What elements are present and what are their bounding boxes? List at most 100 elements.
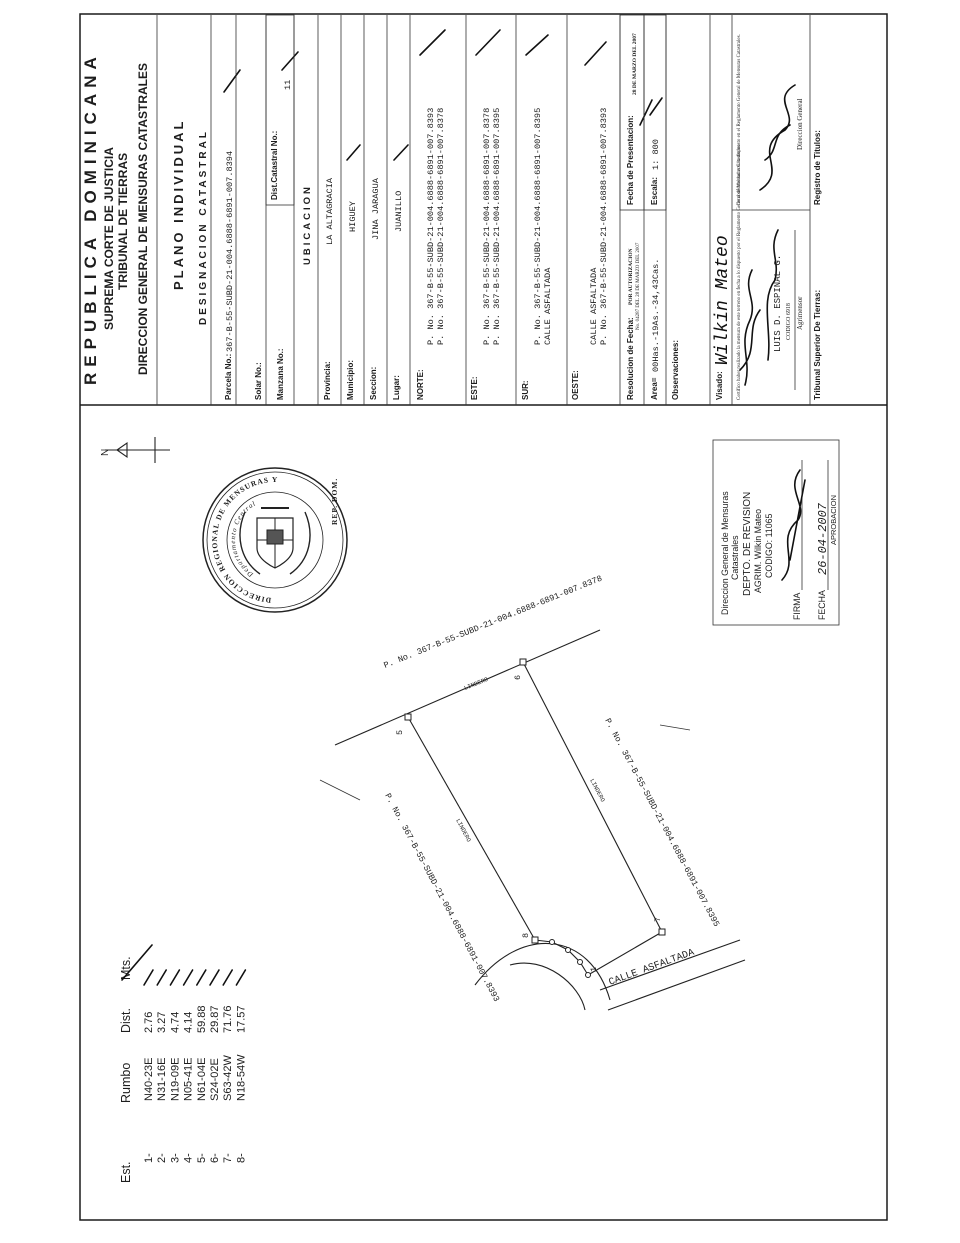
point-label-8: 8 xyxy=(521,933,531,938)
oeste-line-2: P. No. 367-B-55-SUBD-21-004.6888-6891-00… xyxy=(599,108,609,345)
lugar-value: JUANILLO xyxy=(394,191,404,232)
area-value: 00Has.-19As.-34,43Cas. xyxy=(651,259,661,372)
table-cell-est: 1- xyxy=(143,1153,155,1163)
table-cell-rumbo: N19-09E xyxy=(169,1058,181,1101)
certify-text-line: Certifico haber realizado la mensura de … xyxy=(737,144,742,400)
director-signature xyxy=(759,84,796,191)
stamp-firma-label: FIRMA xyxy=(792,593,802,620)
coat-of-arms-icon xyxy=(239,507,311,575)
table-cell-rumbo: N61-04E xyxy=(196,1058,208,1101)
scale-label: Escala: xyxy=(650,177,659,205)
norte-line-1: P. No. 367-B-55-SUBD-21-004.6888-6891-00… xyxy=(426,108,436,345)
surveyor-name: LUIS D. ESPINAL G. xyxy=(773,255,783,352)
west-parcel-label: P. No. 367-B-55-SUBD-21-004.6888-6891-00… xyxy=(382,792,501,1004)
west-lindero-label: LINDERO xyxy=(454,818,472,844)
table-cell-rumbo: N05-41E xyxy=(183,1058,195,1101)
east-side xyxy=(522,661,663,933)
este-line-2: P. No. 367-B-55-SUBD-21-004.6888-6891-00… xyxy=(492,108,502,345)
table-cell-est: 3- xyxy=(169,1153,181,1163)
header-rumbo: Rumbo xyxy=(119,1063,133,1103)
point-label-7: 7 xyxy=(653,917,663,922)
parcela-label: Parcela No.: xyxy=(224,354,233,400)
sur-label: SUR: xyxy=(521,380,530,400)
stamp-approval: APROBACION xyxy=(829,495,838,545)
provincia-label: Provincia: xyxy=(323,361,332,400)
table-cell-est: 2- xyxy=(156,1153,168,1163)
table-cell-dist: 29.87 xyxy=(209,1005,221,1033)
check-mark-icon xyxy=(143,969,154,986)
court-title: SUPREMA CORTE DE JUSTICIA xyxy=(102,147,116,330)
north-label: N xyxy=(100,449,111,456)
registry-label: Registro de Titulos: xyxy=(813,130,822,205)
dist-value: 11 xyxy=(283,80,293,90)
norte-label: NORTE: xyxy=(416,369,425,400)
presentation-value: 28 DE MARZO DEL 2007 xyxy=(632,33,638,95)
stamp-fecha-value: 26-04-2007 xyxy=(816,502,830,575)
oeste-line-1: CALLE ASFALTADA xyxy=(589,267,599,345)
parcel-map: 5 6 7 8 1 LINDERO LINDERO LINDERO P. No.… xyxy=(319,574,746,1011)
station-marker xyxy=(577,959,583,965)
station-marker xyxy=(404,713,412,721)
review-stamp: Direccion General de Mensuras Catastrale… xyxy=(712,439,840,626)
area-label: Area= xyxy=(650,377,659,400)
title-block: REPUBLICA DOMINICANA SUPREMA CORTE DE JU… xyxy=(81,14,822,405)
surveyor-signature xyxy=(739,269,761,386)
north-arrow: N xyxy=(100,437,170,463)
east-lindero-label: LINDERO xyxy=(588,778,606,804)
check-mark-icon xyxy=(235,969,247,986)
visado-label: Visado: xyxy=(715,371,724,400)
station-marker xyxy=(519,658,527,666)
este-label: ESTE: xyxy=(470,376,479,400)
table-cell-est: 5- xyxy=(196,1153,208,1163)
stamp-line-1: Direccion General de Mensuras xyxy=(720,491,730,615)
resolution-label: Resolucion de Fecha: xyxy=(626,317,635,400)
north-lindero-label: LINDERO xyxy=(463,676,489,692)
check-mark-icon xyxy=(121,944,153,981)
surveyor-role: Agrimensor xyxy=(796,296,804,330)
station-marker xyxy=(585,972,591,978)
station-marker xyxy=(658,928,666,936)
manzana-label: Manzana No.: xyxy=(276,348,285,400)
regional-seal: DIRECCION REGIONAL DE MENSURAS Y CATASTR… xyxy=(202,467,348,613)
table-cell-dist: 2.76 xyxy=(143,1012,155,1033)
country-title: REPUBLICA DOMINICANA xyxy=(81,51,100,385)
stamp-line-5: CODIGO: 11065 xyxy=(764,514,774,578)
check-mark-icon xyxy=(169,969,181,986)
check-mark-icon xyxy=(196,969,207,986)
header-unit: Mts. xyxy=(119,956,133,980)
table-cell-est: 8- xyxy=(235,1153,247,1163)
seccion-label: Seccion: xyxy=(369,367,378,400)
table-cell-dist: 59.88 xyxy=(196,1005,208,1033)
station-marker xyxy=(531,936,539,944)
seal-bottom-text: REP. DOM. xyxy=(330,478,339,525)
check-mark-icon xyxy=(222,969,233,986)
table-cell-rumbo: S63-42W xyxy=(222,1055,234,1101)
stamp-line-2: Catastrales xyxy=(730,535,740,580)
table-cell-dist: 4.14 xyxy=(183,1012,195,1033)
solar-label: Solar No.: xyxy=(254,362,263,400)
table-cell-rumbo: S24-02E xyxy=(209,1058,221,1101)
table-cell-est: 4- xyxy=(183,1153,195,1163)
observations-label: Observaciones: xyxy=(671,340,680,400)
table-cell-dist: 71.76 xyxy=(222,1005,234,1033)
check-mark-icon xyxy=(182,969,194,986)
point-label-1: 1 xyxy=(589,967,599,972)
page-frame xyxy=(79,13,888,1221)
norte-line-2: P. No. 367-B-55-SUBD-21-004.6888-6891-00… xyxy=(436,108,446,345)
municipio-value: HIGUEY xyxy=(348,201,358,232)
west-side xyxy=(407,716,536,941)
seccion-value: JINA JARAGUA xyxy=(371,177,381,240)
oeste-label: OESTE: xyxy=(571,370,580,400)
point-label-5: 5 xyxy=(395,730,405,735)
table-cell-est: 6- xyxy=(209,1153,221,1163)
stamp-line-4: AGRIM. Wilkin Mateo xyxy=(753,509,763,593)
table-cell-dist: 4.74 xyxy=(169,1012,181,1033)
stamp-signature xyxy=(781,469,806,581)
station-marker xyxy=(549,939,555,945)
tribunal-title: TRIBUNAL DE TIERRAS xyxy=(116,153,130,290)
east-parcel-label: P. No. 367-B-55-SUBD-21-004.6888-6891-00… xyxy=(602,717,721,929)
plan-title: PLANO INDIVIDUAL xyxy=(171,119,186,291)
table-cell-rumbo: N18-54W xyxy=(235,1054,247,1101)
check-mark-icon xyxy=(156,969,167,986)
